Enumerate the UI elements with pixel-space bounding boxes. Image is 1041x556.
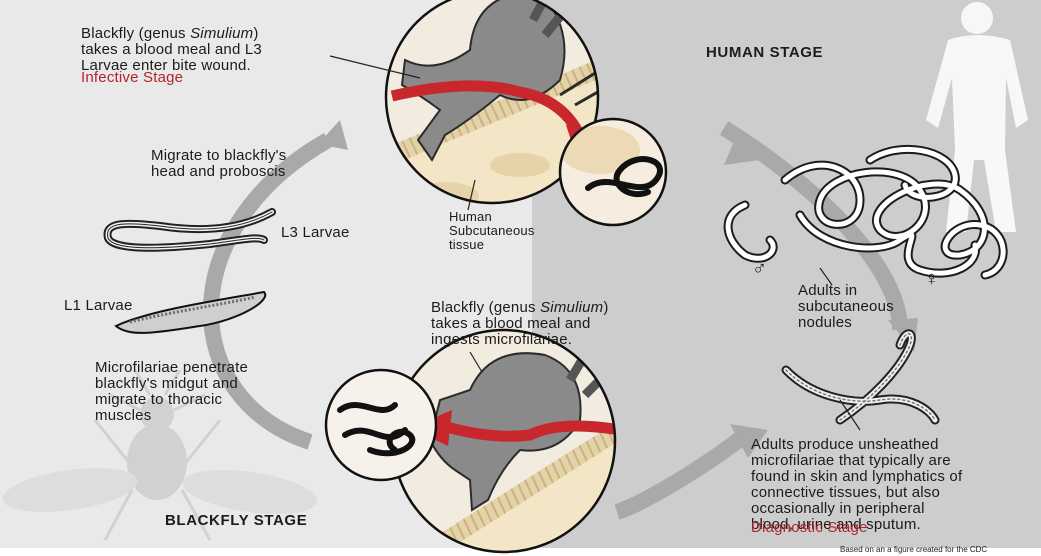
label-migrate-head: Migrate to blackfly's head and proboscis — [151, 148, 286, 180]
label-bite-ingest: Blackfly (genus Simulium) takes a blood … — [431, 300, 609, 348]
label-bite-l3: Blackfly (genus Simulium) takes a blood … — [81, 26, 262, 74]
label-microfilariae-penetrate: Microfilariae penetrate blackfly's midgu… — [95, 360, 248, 424]
male-symbol-icon: ♂ — [752, 258, 767, 281]
label-adults-nodules: Adults in subcutaneous nodules — [798, 283, 894, 331]
diagnostic-stage-label: Diagnostic Stage — [751, 520, 868, 536]
figure-credit: Based on an a figure created for the CDC — [840, 545, 987, 554]
larva-inset-top — [560, 119, 666, 225]
infective-stage-label: Infective Stage — [81, 70, 183, 86]
l3-larvae-label: L3 Larvae — [281, 225, 350, 241]
female-symbol-icon: ♀ — [924, 268, 939, 291]
l1-larvae-label: L1 Larvae — [64, 298, 133, 314]
blackfly-stage-title: BLACKFLY STAGE — [165, 512, 307, 529]
label-human-tissue: Human Subcutaneous tissue — [449, 210, 535, 252]
human-stage-title: HUMAN STAGE — [706, 44, 823, 61]
microfilariae-inset-bottom — [326, 370, 436, 480]
